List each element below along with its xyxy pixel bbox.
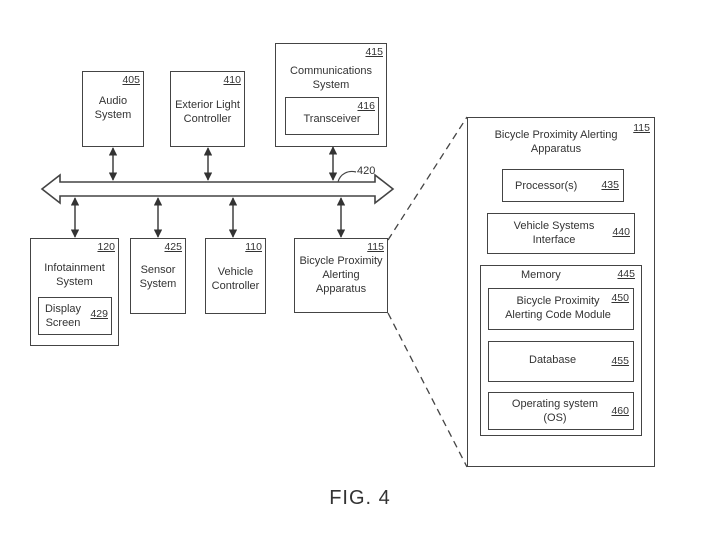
display-screen-ref: 429 [90, 308, 108, 320]
vehicle-controller-label: Vehicle Controller [211, 266, 260, 292]
database-ref: 455 [611, 355, 629, 367]
bpa-small-ref: 115 [367, 241, 384, 253]
figure-caption: FIG. 4 [329, 487, 391, 509]
transceiver-label: Transceiver [303, 113, 361, 125]
os-block: 460 Operating system (OS) [488, 392, 634, 430]
zoom-line-top [387, 116, 468, 241]
vehicle-systems-interface-ref: 440 [612, 226, 630, 238]
bus-ref: 420 [357, 165, 376, 177]
vehicle-controller-ref: 110 [245, 241, 262, 253]
infotainment-system-block: 120 Infotainment System 429 Display Scre… [30, 238, 119, 346]
code-module-block: 450 Bicycle Proximity Alerting Code Modu… [488, 288, 634, 330]
vehicle-systems-interface-block: 440 Vehicle Systems Interface [487, 213, 635, 254]
system-bus [40, 173, 395, 205]
communications-system-label: Communications System [290, 65, 372, 91]
bpa-detail-block: 115 Bicycle Proximity Alerting Apparatus… [467, 117, 655, 467]
processor-ref: 435 [601, 179, 619, 191]
bpa-detail-ref: 115 [633, 122, 650, 134]
communications-system-ref: 415 [365, 46, 383, 58]
exterior-light-controller-ref: 410 [223, 74, 241, 86]
exterior-light-controller-label: Exterior Light Controller [175, 99, 240, 125]
code-module-ref: 450 [611, 292, 629, 304]
sensor-system-ref: 425 [164, 241, 182, 253]
bus-ref-leader [337, 170, 357, 183]
audio-system-label: Audio System [94, 95, 132, 121]
database-block: 455 Database [488, 341, 634, 382]
transceiver-block: 416 Transceiver [285, 97, 379, 135]
os-label: Operating system (OS) [511, 398, 599, 424]
memory-block: 445 Memory 450 Bicycle Proximity Alertin… [480, 265, 642, 436]
bpa-small-block: 115 Bicycle Proximity Alerting Apparatus [294, 238, 388, 313]
sensor-system-label: Sensor System [139, 264, 177, 290]
exterior-light-controller-block: 410 Exterior Light Controller [170, 71, 245, 147]
database-label: Database [529, 354, 577, 366]
infotainment-system-label: Infotainment System [44, 262, 105, 288]
display-screen-block: 429 Display Screen [38, 297, 112, 335]
bpa-detail-title: Bicycle Proximity Alerting Apparatus [494, 129, 618, 155]
display-screen-label: Display Screen [44, 303, 82, 329]
vehicle-controller-block: 110 Vehicle Controller [205, 238, 266, 314]
processor-label: Processor(s) [515, 180, 578, 192]
vehicle-systems-interface-label: Vehicle Systems Interface [513, 220, 595, 246]
processor-block: 435 Processor(s) [502, 169, 624, 202]
code-module-label: Bicycle Proximity Alerting Code Module [505, 295, 611, 321]
os-ref: 460 [611, 405, 629, 417]
infotainment-system-ref: 120 [97, 241, 115, 253]
bpa-small-label: Bicycle Proximity Alerting Apparatus [299, 255, 383, 295]
zoom-line-bottom [387, 312, 468, 468]
sensor-system-block: 425 Sensor System [130, 238, 186, 314]
memory-ref: 445 [617, 268, 635, 280]
audio-system-block: 405 Audio System [82, 71, 144, 147]
transceiver-ref: 416 [357, 100, 375, 112]
communications-system-block: 415 Communications System 416 Transceive… [275, 43, 387, 147]
audio-system-ref: 405 [122, 74, 140, 86]
memory-label: Memory [521, 269, 561, 281]
